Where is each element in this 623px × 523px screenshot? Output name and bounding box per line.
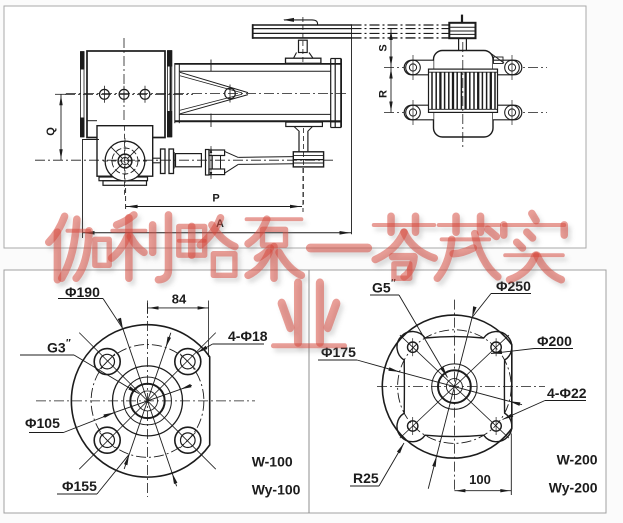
svg-text:Q: Q: [45, 127, 57, 136]
svg-text:4-Φ18: 4-Φ18: [228, 328, 268, 344]
svg-text:″: ″: [66, 338, 71, 349]
svg-text:84: 84: [172, 292, 187, 307]
svg-text:R: R: [378, 90, 390, 98]
svg-text:100: 100: [469, 472, 491, 487]
svg-text:4-Φ22: 4-Φ22: [547, 385, 587, 401]
svg-text:Φ250: Φ250: [496, 278, 531, 294]
svg-text:R25: R25: [353, 470, 379, 486]
svg-text:Wy-100: Wy-100: [252, 482, 301, 498]
svg-text:G3: G3: [47, 340, 66, 356]
svg-text:Φ190: Φ190: [65, 284, 100, 300]
svg-text:S: S: [378, 44, 390, 51]
svg-text:″: ″: [391, 278, 396, 289]
svg-text:W-200: W-200: [557, 452, 598, 468]
svg-text:Φ155: Φ155: [62, 478, 97, 494]
svg-text:G5: G5: [372, 280, 391, 296]
svg-text:Wy-200: Wy-200: [549, 480, 598, 496]
svg-text:P: P: [212, 193, 219, 205]
svg-text:W-100: W-100: [252, 454, 293, 470]
svg-text:Φ200: Φ200: [537, 333, 572, 349]
svg-text:Φ105: Φ105: [25, 415, 60, 431]
